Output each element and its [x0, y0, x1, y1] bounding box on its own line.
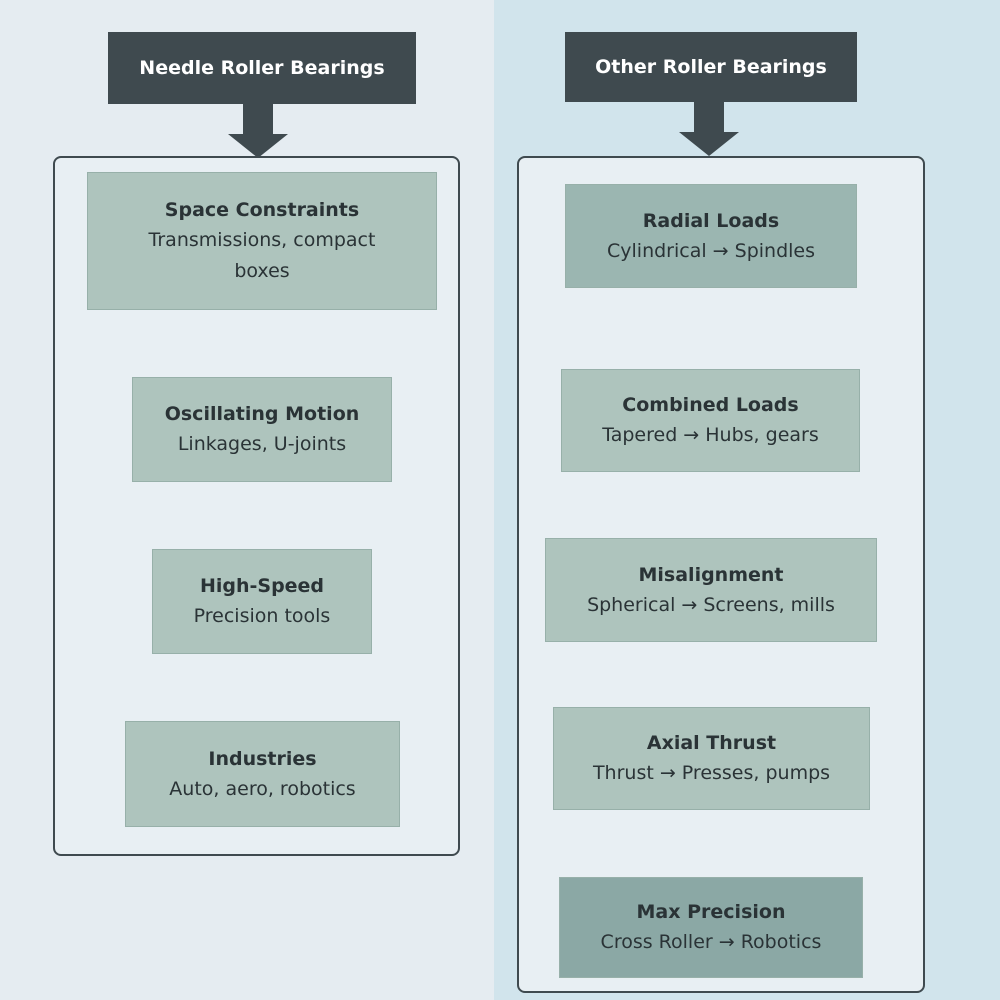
needle-item-space-constraints: Space Constraints Transmissions, compact…: [87, 172, 437, 310]
needle-item-title: High-Speed: [199, 575, 325, 597]
other-item-desc: Spherical → Screens, mills: [587, 593, 835, 616]
needle-item-high-speed: High-Speed Precision tools: [152, 549, 372, 654]
other-item-title: Combined Loads: [622, 394, 799, 416]
other-arrow-down-icon: [679, 132, 739, 156]
needle-item-oscillating-motion: Oscillating Motion Linkages, U-joints: [132, 377, 392, 482]
needle-arrow-shaft: [243, 104, 273, 134]
other-item-misalignment: Misalignment Spherical → Screens, mills: [545, 538, 877, 642]
needle-arrow-down-icon: [228, 134, 288, 158]
other-item-max-precision: Max Precision Cross Roller → Robotics: [559, 877, 863, 978]
needle-item-desc: Auto, aero, robotics: [169, 777, 356, 800]
other-arrow-shaft: [694, 102, 724, 132]
other-item-title: Max Precision: [636, 901, 786, 923]
other-header: Other Roller Bearings: [565, 32, 857, 102]
needle-header: Needle Roller Bearings: [108, 32, 416, 104]
needle-item-title: Oscillating Motion: [164, 403, 360, 425]
other-item-desc: Thrust → Presses, pumps: [592, 762, 831, 784]
other-item-desc: Tapered → Hubs, gears: [602, 424, 819, 446]
other-item-title: Radial Loads: [642, 209, 780, 232]
other-item-axial-thrust: Axial Thrust Thrust → Presses, pumps: [553, 707, 870, 810]
needle-item-title: Industries: [208, 747, 317, 770]
needle-item-desc: Transmissions, compact boxes: [148, 229, 376, 282]
other-item-radial-loads: Radial Loads Cylindrical → Spindles: [565, 184, 857, 288]
needle-item-title: Space Constraints: [164, 199, 360, 221]
other-item-title: Misalignment: [638, 563, 784, 586]
other-item-desc: Cylindrical → Spindles: [607, 239, 815, 262]
other-item-title: Axial Thrust: [646, 732, 777, 754]
needle-header-label: Needle Roller Bearings: [139, 57, 385, 79]
other-header-label: Other Roller Bearings: [595, 56, 827, 78]
needle-item-desc: Linkages, U-joints: [177, 433, 347, 455]
needle-item-desc: Precision tools: [193, 605, 331, 627]
other-item-desc: Cross Roller → Robotics: [600, 931, 822, 953]
needle-item-industries: Industries Auto, aero, robotics: [125, 721, 400, 827]
other-item-combined-loads: Combined Loads Tapered → Hubs, gears: [561, 369, 860, 472]
